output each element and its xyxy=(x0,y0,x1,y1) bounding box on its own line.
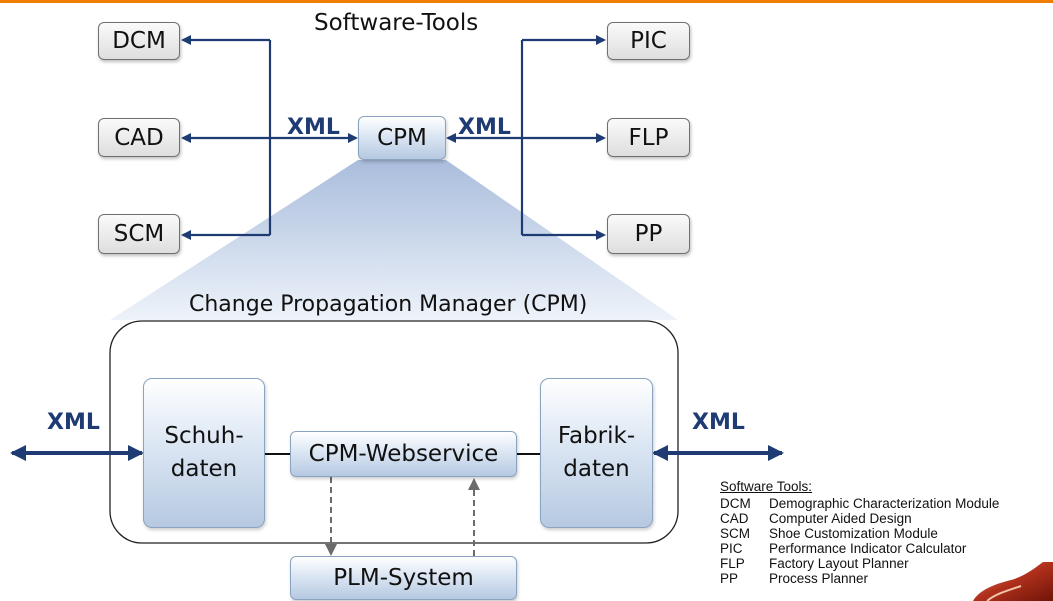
cpm-title: Change Propagation Manager (CPM) xyxy=(189,292,588,317)
xml-label-external-left: XML xyxy=(47,410,100,435)
fabrikdaten-line2: daten xyxy=(563,456,630,482)
top-accent-bar xyxy=(0,0,1053,3)
schuhdaten-line1: Schuh- xyxy=(164,423,244,449)
tool-dcm-box: DCM xyxy=(98,22,180,60)
tool-cad-box: CAD xyxy=(98,118,180,157)
schuhdaten-box: Schuh- daten xyxy=(143,378,265,528)
tool-scm-box: SCM xyxy=(98,214,180,254)
xml-label-external-right: XML xyxy=(692,410,745,435)
schuhdaten-line2: daten xyxy=(170,456,238,482)
zoom-fan xyxy=(110,160,678,320)
xml-label-left: XML xyxy=(287,115,340,140)
tool-pp-box: PP xyxy=(607,214,690,254)
diagram-title: Software-Tools xyxy=(314,10,479,36)
tool-flp-box: FLP xyxy=(607,118,690,157)
cpm-box: CPM xyxy=(358,116,446,160)
fabrikdaten-box: Fabrik- daten xyxy=(540,378,653,528)
fabrikdaten-line1: Fabrik- xyxy=(557,423,636,449)
tool-pic-box: PIC xyxy=(607,22,690,60)
xml-label-right: XML xyxy=(458,115,511,140)
cpm-webservice-box: CPM-Webservice xyxy=(290,431,517,477)
plm-system-box: PLM-System xyxy=(290,556,517,600)
